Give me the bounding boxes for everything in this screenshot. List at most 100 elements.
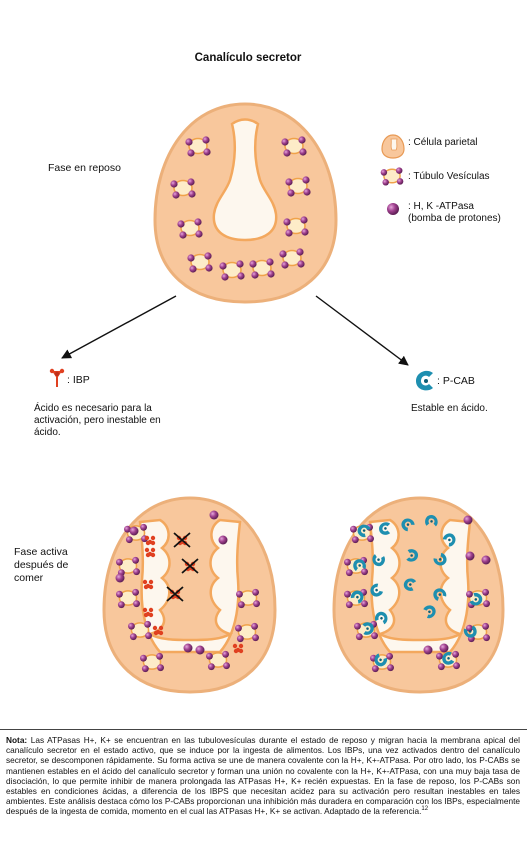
atpase-pump <box>482 588 490 596</box>
atpase-pump <box>301 228 309 236</box>
atpase-pump <box>355 633 363 641</box>
atpase-pump <box>140 523 148 531</box>
ibp-cell-lumen <box>138 518 242 654</box>
atpase-pump <box>298 136 306 144</box>
atpase-pump <box>218 535 228 545</box>
pcab-molecule <box>370 583 383 597</box>
note-text: Las ATPasas H+, K+ se encuentran en las … <box>6 735 520 817</box>
atpase-pump <box>436 652 443 660</box>
note-divider <box>0 729 527 730</box>
atpase-pump <box>236 590 243 598</box>
pcab-molecule <box>469 592 483 606</box>
atpase-pump <box>195 230 203 238</box>
note-ref: 12 <box>421 806 429 813</box>
atpase-pump <box>187 178 195 186</box>
tubulovesicle <box>116 556 140 577</box>
atpase-pump <box>303 188 311 196</box>
pcab-molecule <box>372 554 385 567</box>
tubulovesicle <box>235 622 259 643</box>
tubulovesicle <box>281 136 307 157</box>
tubulovesicle <box>170 178 196 199</box>
tubulovesicle <box>283 216 309 237</box>
atpase-pump <box>133 568 140 576</box>
atpase-pump <box>156 652 164 660</box>
tubulovesicle <box>140 652 164 673</box>
tubulovesicle <box>177 218 203 239</box>
tubulovesicle <box>185 136 211 157</box>
atpase-pump <box>236 260 244 268</box>
atpase-pump <box>144 620 152 628</box>
ibp-molecule <box>142 607 154 618</box>
atpase-pump <box>367 535 374 543</box>
atpase-pump <box>382 179 389 186</box>
pcab-molecule <box>401 518 415 532</box>
legend-atpase: : H, K -ATPasa (bomba de protones) <box>408 201 501 224</box>
atpase-pump <box>481 555 491 565</box>
atpase-pump <box>483 600 490 608</box>
atpase-pump <box>188 190 196 198</box>
rest-tubulovesicles <box>170 136 311 281</box>
atpase-pump <box>302 176 310 184</box>
rest-phase-cell <box>153 102 338 304</box>
atpase-pump <box>253 600 260 608</box>
atpase-pump <box>129 633 137 641</box>
tubulovesicle <box>219 260 245 281</box>
atpase-pump <box>129 526 139 536</box>
atpase-pump <box>249 260 257 268</box>
atpase-pump <box>297 260 305 268</box>
tubulovesicle <box>285 176 311 197</box>
pcab-molecule <box>374 653 388 667</box>
atpase-pump <box>423 645 433 655</box>
tubulovesicle-icon <box>380 167 404 186</box>
atpase-pump <box>187 254 195 262</box>
ibp-molecule <box>232 643 244 654</box>
atpase-pump <box>117 601 125 609</box>
atpase-pump <box>206 652 213 660</box>
atpase-pump <box>466 624 473 632</box>
atpase-pump <box>128 622 135 630</box>
atpase-pump <box>371 632 378 640</box>
atpase-pump <box>283 149 291 157</box>
atpase-pump <box>125 536 133 544</box>
pcab-molecule <box>406 549 419 562</box>
atpase-pump <box>132 588 140 596</box>
atpase-pump <box>252 588 260 596</box>
atpase-pump <box>437 663 445 671</box>
atpase-pump <box>195 645 205 655</box>
atpase-pump <box>202 136 210 144</box>
atpase-pump <box>222 650 230 658</box>
atpase-pump <box>179 231 187 239</box>
atpase-pump <box>145 632 152 640</box>
tubulovesicle <box>380 167 404 186</box>
arrow-to-pcab <box>315 295 409 366</box>
legend-tubulovesicles: : Túbulo Vesículas <box>408 171 490 182</box>
atpase-pump <box>296 248 304 256</box>
atpase-pump <box>285 229 293 237</box>
pcab-bound-atpases <box>344 515 491 673</box>
legend-parietal-cell: : Célula parietal <box>408 137 478 148</box>
atpase-pump <box>194 218 202 226</box>
ibp-icon <box>49 368 65 387</box>
atpase-pump <box>209 510 219 520</box>
atpase-pump <box>386 652 394 660</box>
tubulovesicle <box>279 248 305 269</box>
atpase-pump <box>395 167 403 174</box>
atpase-pump <box>124 525 131 533</box>
ibp-molecule <box>144 547 156 558</box>
blocked-mark <box>173 532 191 548</box>
atpase-pump <box>219 262 227 270</box>
footnote: Nota: Las ATPasas H+, K+ se encuentran e… <box>6 735 520 817</box>
atpase-pump <box>281 138 289 146</box>
blocked-mark <box>166 586 184 602</box>
atpase-pump <box>281 261 289 269</box>
atpase-pump <box>345 601 353 609</box>
atpase-pump <box>223 662 230 670</box>
atpase-pump <box>203 148 211 156</box>
pcab-molecule <box>442 533 456 547</box>
pcab-molecule <box>350 590 364 604</box>
atpase-pump <box>279 250 287 258</box>
pcab-molecule <box>463 625 477 638</box>
atpase-pump <box>351 536 359 544</box>
atpase-pump <box>177 220 185 228</box>
canaliculus-title: Canalículo secretor <box>194 52 302 64</box>
